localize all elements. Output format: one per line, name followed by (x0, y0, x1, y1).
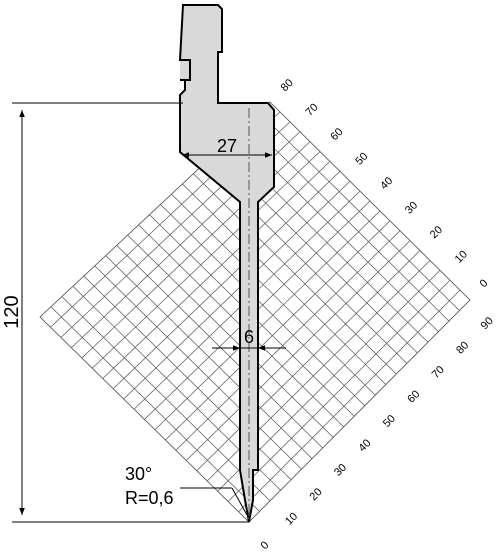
grid-line (238, 289, 461, 512)
scale-label: 60 (405, 388, 422, 405)
width-blade-label: 6 (244, 327, 254, 347)
height-label: 120 (1, 295, 23, 328)
scale-label: 50 (381, 413, 398, 430)
tool-notch (180, 59, 191, 81)
scale-label: 90 (479, 315, 496, 332)
radius-label: R=0,6 (125, 488, 174, 508)
grid-line (123, 180, 351, 400)
angle-label: 30° (125, 464, 152, 484)
scale-label: 0 (478, 277, 491, 290)
grid-line (160, 204, 366, 406)
grid-line (193, 173, 397, 375)
scale-label: 80 (279, 77, 296, 94)
scale-label: 70 (304, 101, 321, 118)
grid-line (247, 122, 450, 322)
punch-tool-body (178, 4, 275, 523)
grid-line (61, 296, 271, 502)
grid-line (112, 171, 341, 390)
scale-label: 80 (454, 339, 471, 356)
grid-line (171, 193, 376, 396)
grid-line (105, 255, 313, 459)
grid-line (186, 240, 411, 461)
grid-line (92, 151, 321, 369)
width-top-label: 27 (217, 136, 237, 156)
grid-line (102, 161, 331, 379)
grid-line (154, 210, 381, 431)
scale-label: 20 (428, 224, 445, 241)
grid-line (94, 265, 302, 470)
scale-label: 30 (403, 199, 420, 216)
grid-line (258, 111, 460, 311)
grid-line (127, 234, 334, 438)
scale-label: 30 (332, 462, 349, 479)
scale-label: 0 (259, 539, 272, 552)
scale-label: 40 (378, 175, 395, 192)
grid-line (116, 245, 323, 449)
angle-leader-diag (231, 487, 248, 516)
scale-label: 20 (308, 486, 325, 503)
scale-label: 10 (283, 511, 300, 528)
grid-line (175, 230, 401, 451)
grid-line (81, 141, 311, 359)
scale-label: 70 (430, 364, 447, 381)
grid-line (50, 306, 260, 512)
scale-label: 10 (453, 248, 470, 265)
grid-line (165, 220, 391, 441)
scale-label: 60 (328, 126, 345, 143)
grid-outline (39, 101, 471, 523)
scale-lower: 90 80 70 60 50 40 30 20 10 0 (259, 315, 496, 552)
scale-label: 50 (353, 150, 370, 167)
scale-label: 40 (356, 437, 373, 454)
scale-upper: 80 70 60 50 40 30 20 10 0 (279, 77, 491, 290)
grid-line (83, 275, 292, 480)
grid-line (196, 250, 421, 471)
grid-line (182, 183, 387, 385)
grid-line (227, 279, 451, 502)
